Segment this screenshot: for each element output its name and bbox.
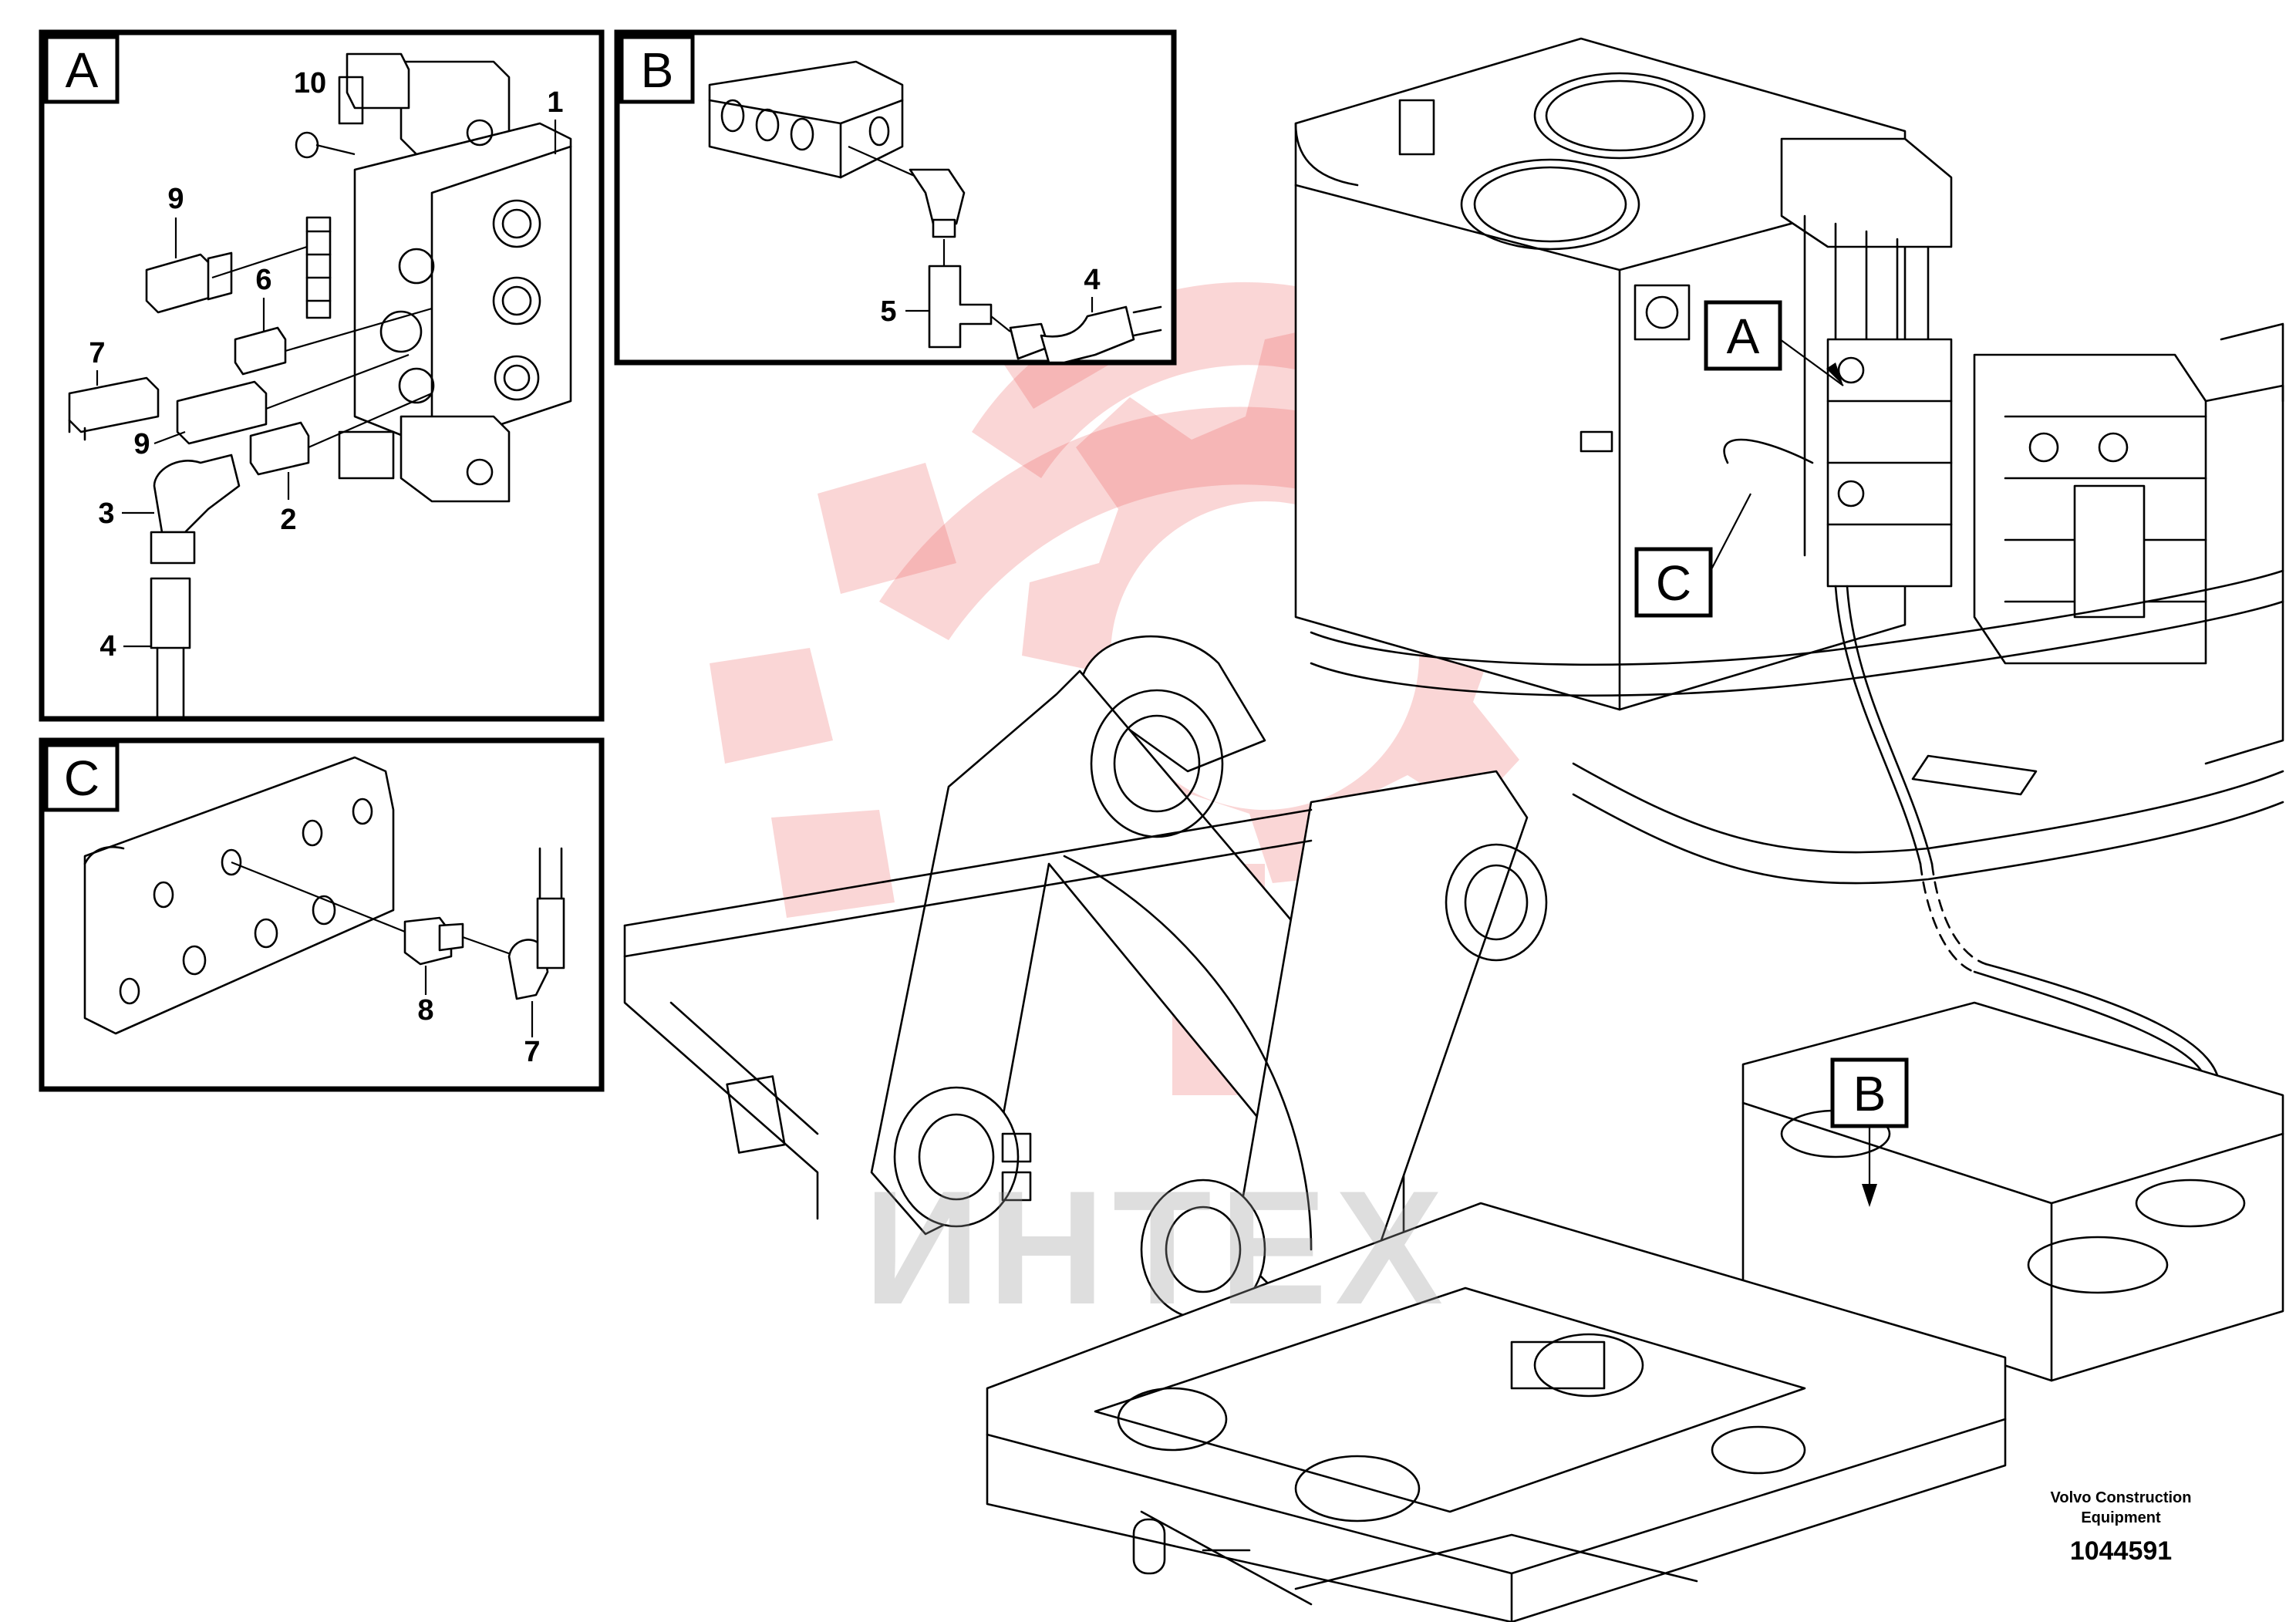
panel-b-detail: B 4 5 (614, 29, 1177, 366)
main-tag-b: B (1830, 1057, 1909, 1207)
main-tag-a: A (1704, 300, 1844, 386)
svg-text:6: 6 (255, 264, 271, 296)
svg-text:A: A (1727, 309, 1760, 364)
svg-text:9: 9 (167, 183, 184, 215)
panel-c-detail: C 8 7 (39, 737, 605, 1092)
svg-text:10: 10 (294, 67, 326, 99)
svg-text:4: 4 (1084, 264, 1100, 296)
drawing-number: 1044591 (2070, 1536, 2172, 1566)
svg-text:7: 7 (524, 1036, 540, 1068)
svg-text:9: 9 (133, 428, 150, 460)
main-tag-c: C (1634, 493, 1752, 618)
svg-text:B: B (1853, 1066, 1886, 1121)
svg-text:C: C (1656, 555, 1691, 611)
svg-text:4: 4 (99, 630, 116, 663)
watermark-text: ИНТЕХ (864, 1157, 1451, 1338)
panel-c-label: C (64, 750, 99, 806)
company-name-line2: Equipment (2081, 1509, 2161, 1526)
svg-text:5: 5 (880, 295, 896, 328)
panel-a-label: A (66, 42, 99, 98)
panel-b-label: B (641, 42, 674, 98)
company-name-line1: Volvo Construction (2051, 1489, 2192, 1506)
svg-text:2: 2 (280, 504, 296, 536)
title-block: Volvo Construction Equipment 1044591 (2051, 1489, 2192, 1566)
svg-text:3: 3 (98, 497, 114, 530)
svg-text:1: 1 (547, 86, 563, 119)
svg-text:7: 7 (89, 337, 105, 369)
svg-text:8: 8 (417, 994, 433, 1027)
panel-a-detail: A (39, 29, 605, 722)
